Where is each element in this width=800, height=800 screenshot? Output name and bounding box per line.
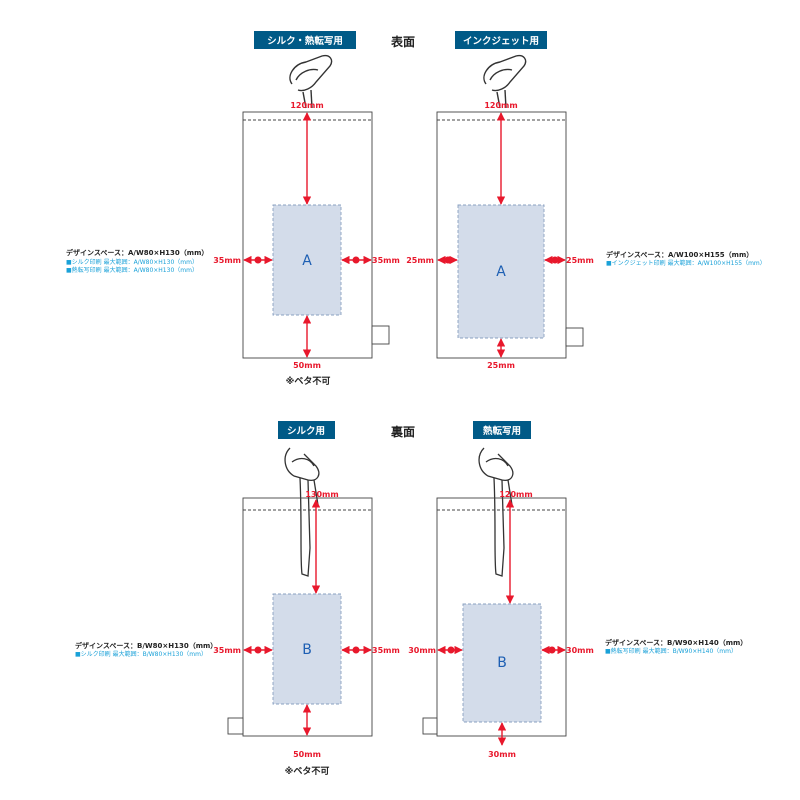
dim-right-label: 30mm	[566, 646, 594, 655]
tag	[227, 717, 244, 735]
spec-line: ■インクジェット印刷 最大範囲：A/W100×H155（mm）	[606, 259, 766, 267]
dim-top-label: 120mm	[290, 101, 323, 110]
dim-left-dot	[447, 646, 455, 654]
strap-illustration	[289, 54, 333, 109]
badge-label: インクジェット用	[463, 36, 539, 47]
bag-outline	[436, 111, 567, 359]
spec-line: ■熱転写印刷 最大範囲：B/W90×H140（mm）	[605, 647, 737, 655]
dim-right-dot	[352, 646, 360, 654]
dim-right-dot	[352, 256, 360, 264]
strap-illustration	[284, 447, 320, 577]
print-area	[272, 593, 342, 705]
print-area	[462, 603, 542, 723]
spec-title: デザインスペース：A/W80×H130（mm）	[66, 248, 208, 257]
dim-left-label: 25mm	[406, 256, 434, 265]
print-area-letter: B	[302, 642, 312, 658]
front-panel-silk-heat: シルク・熱転写用 A 120mm 35mm 35mm 50mm デザインスペース…	[66, 31, 400, 370]
back-note: ※ベタ不可	[285, 765, 330, 777]
spec-line: ■シルク印刷 最大範囲：B/W80×H130（mm）	[75, 650, 207, 658]
print-area-letter: A	[496, 264, 506, 280]
spec-title: デザインスペース：B/W80×H130（mm）	[75, 641, 217, 650]
badge	[278, 421, 335, 439]
dim-left-dot	[254, 256, 262, 264]
back-header: 裏面	[390, 424, 415, 439]
badge	[473, 421, 531, 439]
front-header: 表面	[390, 34, 415, 49]
dim-bottom-label: 30mm	[488, 750, 516, 759]
tag	[565, 327, 584, 347]
spec-title: デザインスペース：B/W90×H140（mm）	[605, 638, 747, 647]
dim-bottom-label: 50mm	[293, 361, 321, 370]
dim-right-dot	[551, 256, 559, 264]
dim-left-label: 35mm	[213, 646, 241, 655]
dim-right-label: 35mm	[372, 256, 400, 265]
back-panel-heat: 熱転写用 B 120mm 30mm 30mm 30mm デザインスペース：B/W…	[408, 421, 747, 759]
dim-top-label: 130mm	[305, 490, 338, 499]
dim-left-label: 30mm	[408, 646, 436, 655]
dim-right-label: 25mm	[566, 256, 594, 265]
dim-bottom-label: 25mm	[487, 361, 515, 370]
badge	[455, 31, 547, 49]
dim-right-dot	[548, 646, 556, 654]
back-panel-silk: シルク用 B 130mm 35mm 35mm 50mm デザインスペース：B/W…	[75, 421, 400, 759]
front-panel-inkjet: インクジェット用 A 120mm 25mm 25mm 25mm デザインスペース…	[406, 31, 766, 370]
badge	[254, 31, 356, 49]
spec-line: ■シルク印刷 最大範囲：A/W80×H130（mm）	[66, 258, 198, 266]
dim-bottom-label: 50mm	[293, 750, 321, 759]
front-note: ※ベタ不可	[286, 375, 331, 387]
dim-right-label: 35mm	[372, 646, 400, 655]
bag-outline	[242, 111, 373, 359]
strap-illustration	[478, 447, 514, 577]
badge-label: シルク・熱転写用	[267, 35, 343, 47]
print-area	[272, 204, 342, 316]
print-area-letter: A	[302, 253, 312, 269]
spec-line: ■熱転写印刷 最大範囲：A/W80×H130（mm）	[66, 266, 198, 274]
spec-title: デザインスペース：A/W100×H155（mm）	[606, 250, 753, 259]
badge-label: シルク用	[287, 426, 325, 437]
bag-outline	[242, 497, 373, 737]
tag	[422, 717, 438, 735]
tag	[371, 325, 390, 345]
strap-illustration	[483, 54, 527, 109]
print-area-letter: B	[497, 655, 507, 671]
badge-label: 熱転写用	[483, 425, 521, 437]
dim-top-label: 120mm	[499, 490, 532, 499]
print-area	[457, 204, 545, 339]
dim-left-label: 35mm	[213, 256, 241, 265]
dim-left-dot	[444, 256, 452, 264]
dim-top-label: 120mm	[484, 101, 517, 110]
dim-left-dot	[254, 646, 262, 654]
